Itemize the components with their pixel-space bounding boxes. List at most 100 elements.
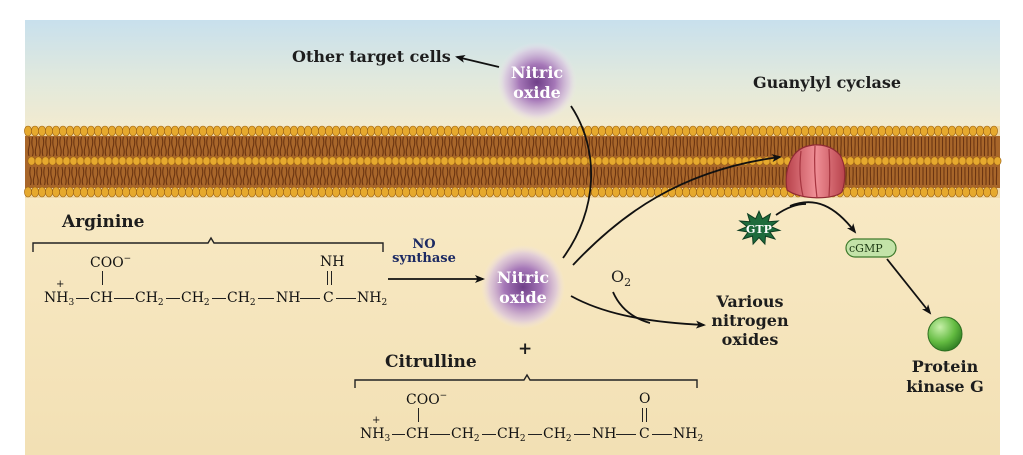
membrane-tail: [99, 166, 102, 186]
membrane-head: [227, 125, 235, 137]
membrane-head: [234, 186, 242, 198]
membrane-head: [951, 156, 960, 166]
membrane-tail: [750, 166, 753, 186]
membrane-head: [129, 186, 137, 198]
citrulline-c: C: [639, 426, 650, 442]
membrane-head: [59, 125, 67, 137]
membrane-tail: [678, 136, 682, 157]
membrane-tail: [199, 136, 202, 157]
membrane-head: [419, 156, 428, 166]
membrane-head: [286, 156, 295, 166]
membrane-head: [899, 186, 907, 198]
membrane-tail: [74, 166, 78, 186]
membrane-head: [948, 186, 956, 198]
membrane-tail: [542, 136, 545, 157]
membrane-tail: [437, 136, 440, 157]
membrane-head: [300, 156, 309, 166]
membrane-head: [969, 125, 977, 137]
o2-subscript: 2: [624, 276, 632, 290]
membrane-head: [150, 186, 158, 198]
arginine-bond-5: [258, 298, 274, 300]
membrane-head: [815, 125, 823, 137]
membrane-head: [335, 156, 344, 166]
membrane-tail: [62, 136, 66, 157]
membrane-tail: [714, 136, 716, 157]
membrane-head: [934, 186, 942, 198]
membrane-tail: [784, 136, 786, 157]
membrane-tail: [108, 136, 111, 157]
membrane-tail: [123, 166, 127, 186]
membrane-tail: [666, 166, 669, 186]
citrulline-nh2-sub: 2: [697, 434, 704, 444]
membrane-head: [192, 186, 200, 198]
membrane-tail: [241, 136, 244, 157]
membrane-tail: [127, 166, 130, 186]
membrane-tail: [470, 166, 473, 186]
membrane-head: [45, 186, 53, 198]
membrane-head: [731, 125, 739, 137]
membrane-head: [692, 156, 701, 166]
membrane-tail: [522, 166, 526, 186]
membrane-tail: [45, 136, 48, 157]
membrane-tail: [396, 166, 400, 186]
membrane-tail: [622, 136, 626, 157]
membrane-head: [640, 186, 648, 198]
citrulline-coo-charge: −: [439, 391, 448, 401]
membrane-head: [591, 125, 599, 137]
cell-membrane: [24, 125, 1002, 198]
membrane-tail: [669, 166, 673, 186]
membrane-tail: [400, 166, 403, 186]
membrane-tail: [176, 166, 179, 186]
membrane-head: [73, 186, 81, 198]
membrane-head: [80, 186, 88, 198]
membrane-head: [269, 125, 277, 137]
membrane-head: [913, 186, 921, 198]
membrane-tail: [468, 136, 472, 157]
membrane-tail: [157, 136, 160, 157]
membrane-tail: [323, 166, 326, 186]
citrulline-bond-4: [528, 434, 542, 436]
membrane-head: [290, 186, 298, 198]
membrane-tail: [647, 136, 650, 157]
membrane-tail: [675, 136, 678, 157]
membrane-tail: [676, 166, 680, 186]
membrane-tail: [500, 136, 503, 157]
membrane-head: [269, 186, 277, 198]
membrane-tail: [705, 166, 707, 186]
membrane-tail: [192, 136, 195, 157]
membrane-tail: [316, 166, 319, 186]
arginine-nh3-charge: +: [56, 279, 65, 290]
membrane-head: [370, 156, 379, 166]
membrane-tail: [564, 166, 568, 186]
arrow-nitric-to-guanylyl-cyclase: [572, 154, 782, 266]
membrane-head: [199, 125, 207, 137]
membrane-tail: [274, 166, 277, 186]
membrane-head: [937, 156, 946, 166]
membrane-head: [640, 125, 648, 137]
membrane-head: [976, 186, 984, 198]
membrane-tail: [248, 136, 251, 157]
membrane-head: [843, 186, 851, 198]
membrane-tail: [284, 166, 288, 186]
membrane-head: [559, 156, 568, 166]
membrane-tail: [304, 136, 307, 157]
arginine-nh2-sub: 2: [381, 298, 388, 308]
membrane-tail: [106, 166, 109, 186]
arginine-ch2-c-sub: 2: [249, 298, 256, 308]
membrane-tail: [143, 136, 146, 157]
membrane-tail: [337, 166, 340, 186]
membrane-head: [24, 125, 32, 137]
membrane-head: [220, 186, 228, 198]
membrane-head: [780, 125, 788, 137]
membrane-tail: [73, 136, 76, 157]
membrane-tail: [76, 136, 80, 157]
membrane-tail: [652, 166, 655, 186]
membrane-tail: [598, 136, 601, 157]
membrane-head: [206, 125, 214, 137]
no-synthase-line1: NO: [412, 237, 436, 252]
membrane-tail: [535, 136, 538, 157]
membrane-head: [188, 156, 197, 166]
membrane-tail: [307, 136, 311, 157]
membrane-tail: [538, 136, 542, 157]
membrane-tail: [440, 136, 444, 157]
